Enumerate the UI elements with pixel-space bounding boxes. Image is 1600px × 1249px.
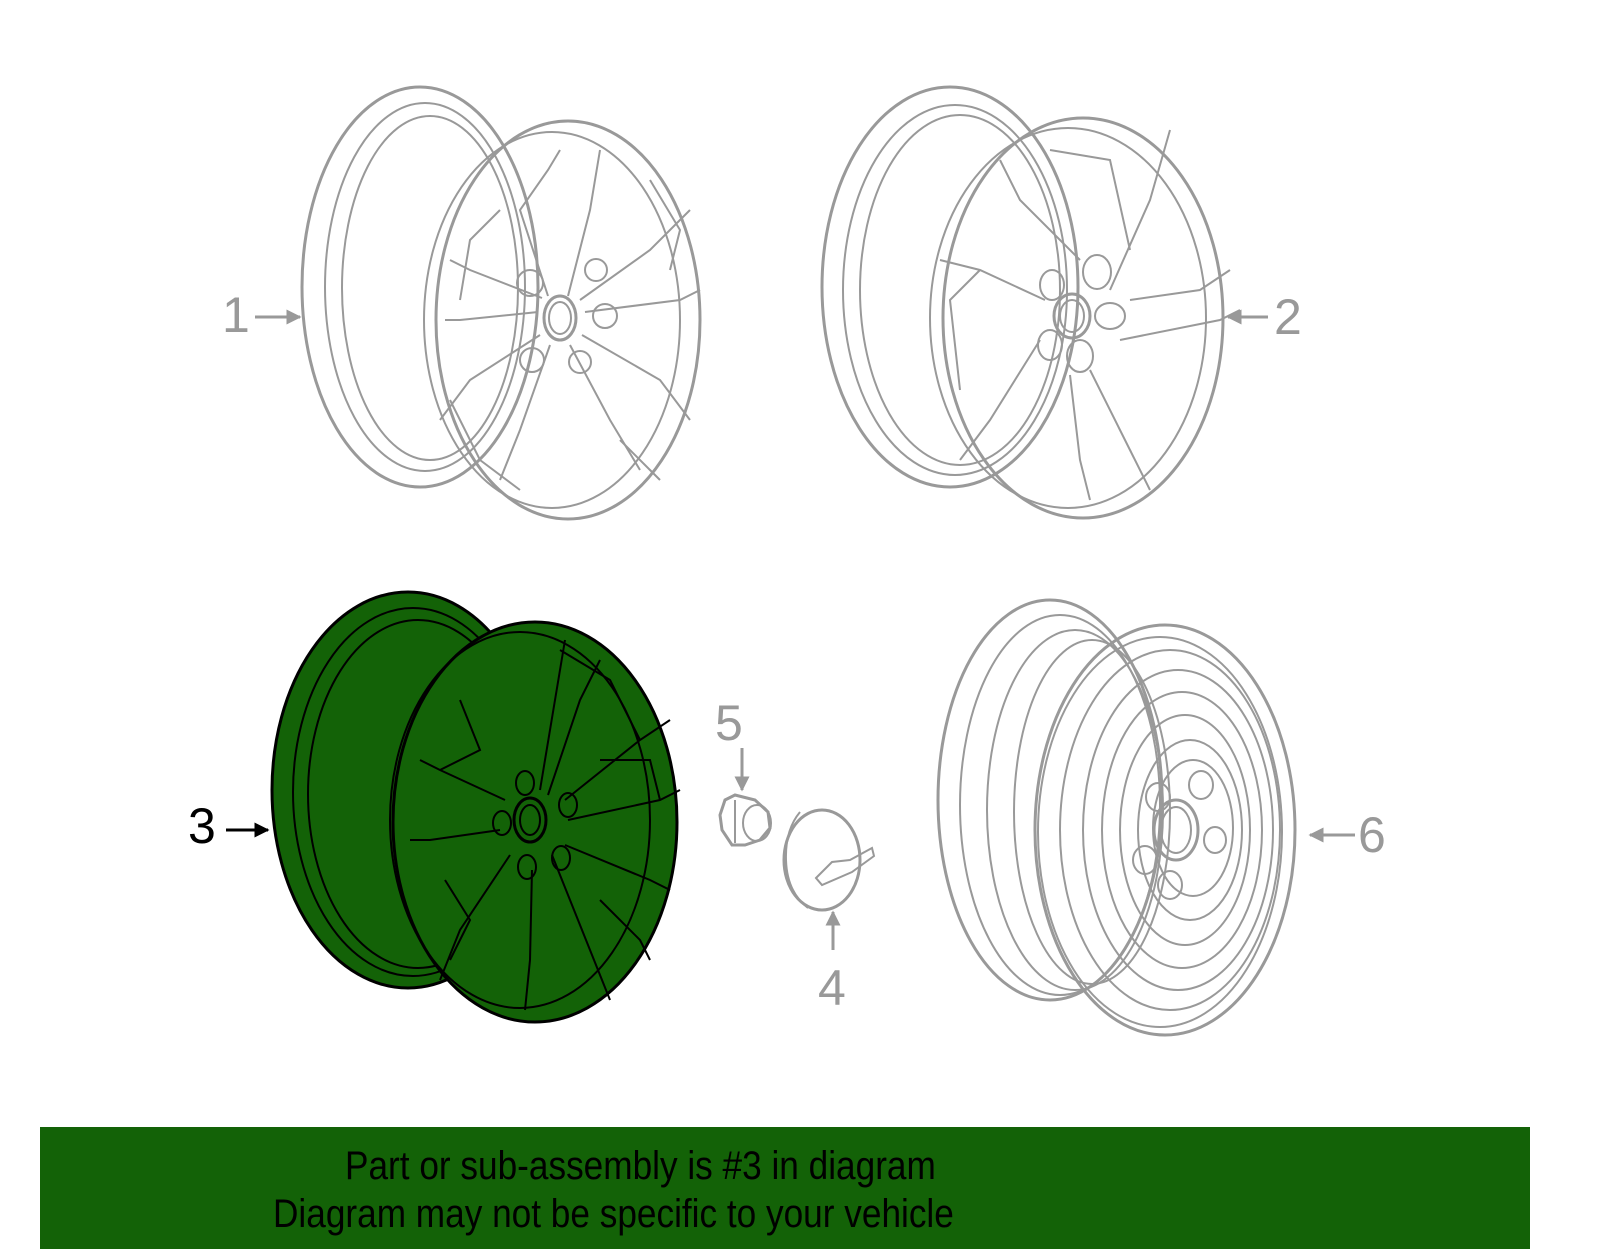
callout-5-label: 5 — [715, 695, 743, 751]
wheel-1-hub — [542, 294, 578, 342]
callout-2: 2 — [1226, 289, 1302, 345]
wheel-2-hub — [1052, 292, 1092, 340]
callout-1-label: 1 — [222, 287, 250, 343]
callout-5: 5 — [715, 695, 750, 792]
wheel-6-hub — [1152, 798, 1200, 862]
info-banner: Part or sub-assembly is #3 in diagram Di… — [40, 1127, 1530, 1249]
callout-3-label: 3 — [188, 798, 216, 854]
callout-3: 3 — [188, 798, 270, 854]
banner-disclaimer-text: Diagram may not be specific to your vehi… — [273, 1192, 954, 1236]
lug-nut[interactable] — [718, 793, 772, 847]
wheel-1[interactable] — [300, 85, 702, 521]
wheel-2[interactable] — [820, 85, 1241, 520]
callout-6: 6 — [1308, 807, 1386, 863]
center-cap-logo-icon — [814, 846, 876, 887]
callout-4: 4 — [818, 910, 846, 1016]
center-cap-face — [782, 808, 862, 912]
wheel-6-front-face — [1033, 623, 1297, 1037]
callout-6-label: 6 — [1358, 807, 1386, 863]
banner-part-number-text: Part or sub-assembly is #3 in diagram — [345, 1144, 936, 1188]
wheel-3-hub — [512, 796, 548, 844]
wheel-6-spare[interactable] — [936, 598, 1297, 1037]
callout-2-label: 2 — [1274, 289, 1302, 345]
wheel-1-back-rim — [300, 85, 540, 489]
wheel-3-highlighted[interactable] — [270, 590, 681, 1024]
center-cap[interactable] — [782, 808, 876, 912]
wheel-1-front-inner — [423, 131, 681, 509]
callout-4-label: 4 — [818, 960, 846, 1016]
wheel-1-back-rim-inner — [324, 102, 526, 472]
lug-nut-body — [718, 793, 772, 847]
callout-1: 1 — [222, 287, 302, 343]
wheel-2-back-rim — [820, 85, 1080, 489]
wheel-1-front-face — [434, 119, 702, 521]
wheel-1-back-rim-inner2 — [341, 115, 519, 461]
wheel-3-front-face — [391, 620, 679, 1024]
